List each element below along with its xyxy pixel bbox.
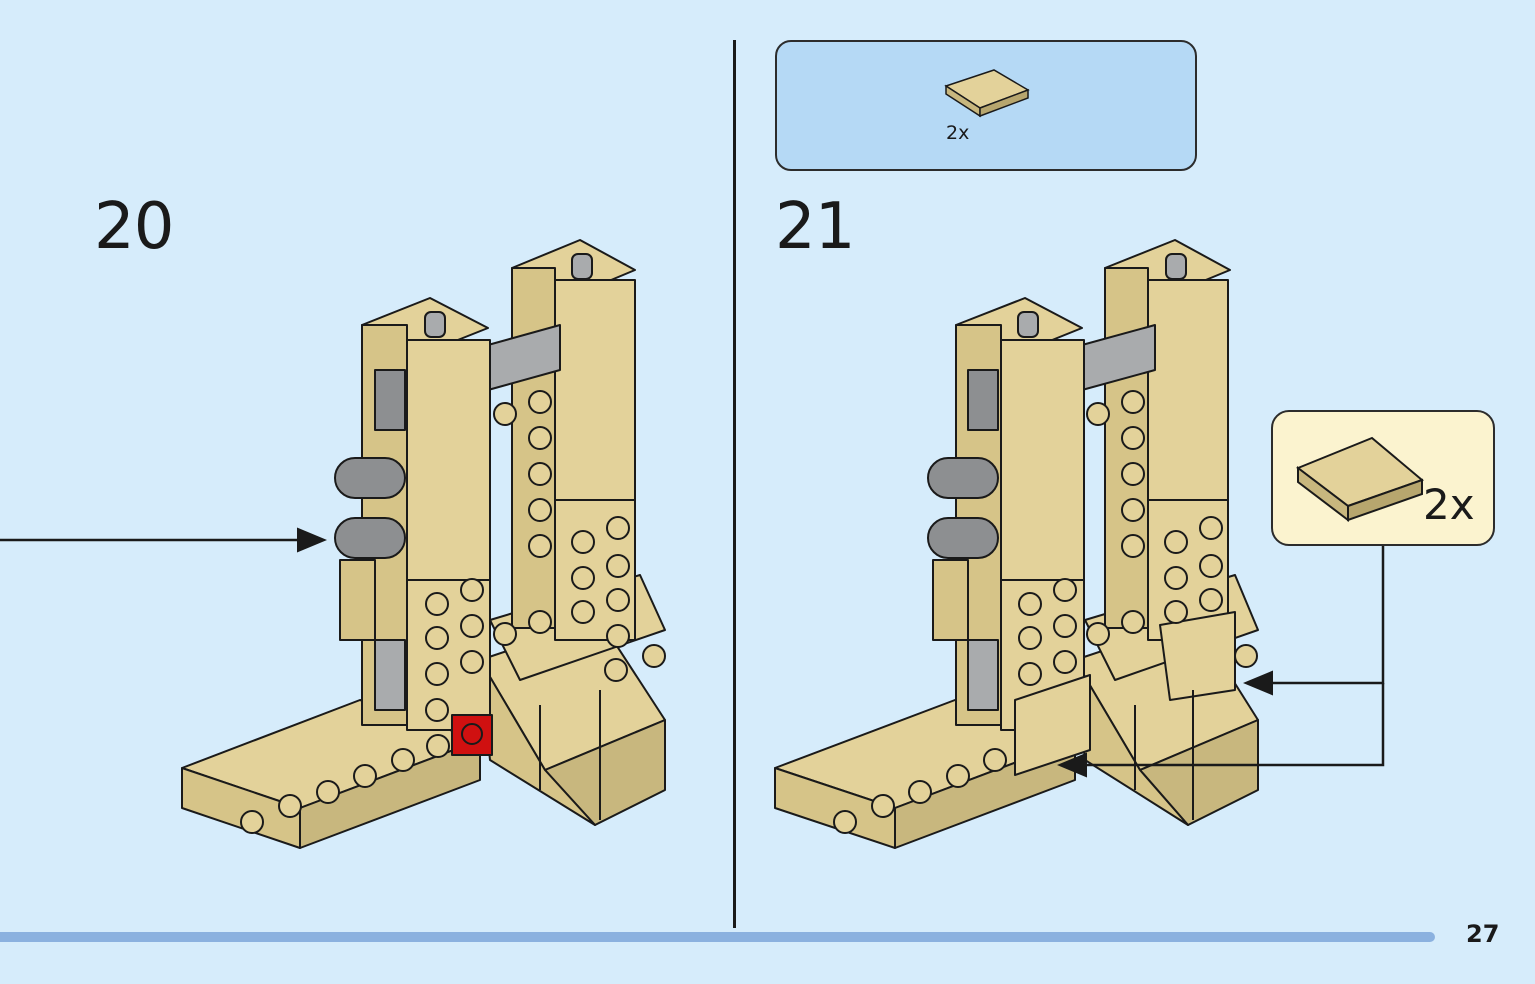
page-number: 27 [1466,920,1500,948]
step-divider [733,40,736,928]
page-progress-bar [0,932,1435,942]
step-number-21: 21 [775,190,855,264]
parts-list-box [775,40,1197,171]
arrow-icon [1057,683,1385,778]
parts-count-label: 2x [946,122,970,144]
callout-count-label: 2x [1423,480,1475,529]
tan-tile-2x2-icon [944,69,1030,118]
step-number-20: 20 [94,190,174,264]
tan-tile-2x2-icon [1295,436,1424,523]
arrow-icon [1243,546,1385,696]
model-step-21 [774,239,1259,849]
model-step-20 [181,239,666,849]
